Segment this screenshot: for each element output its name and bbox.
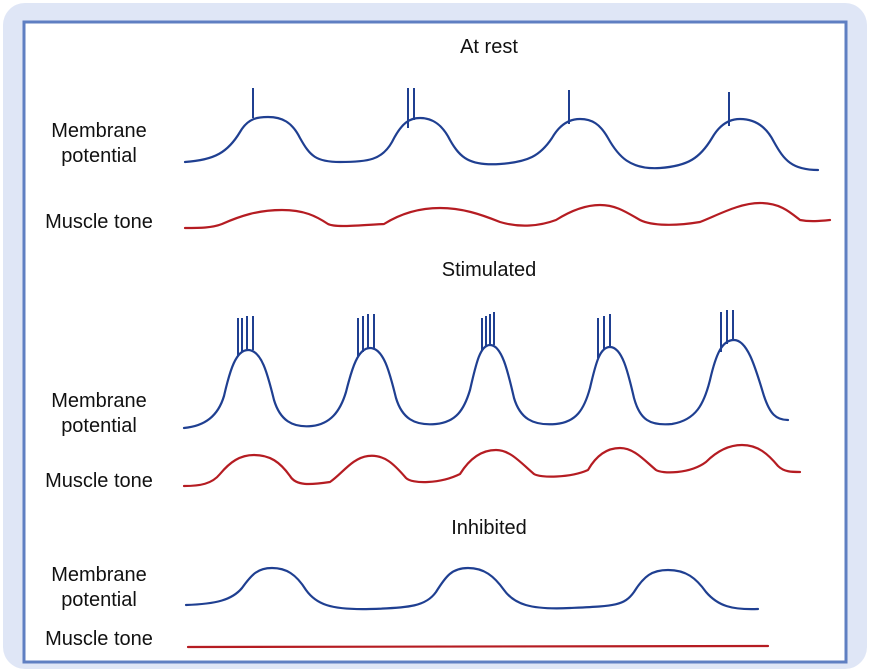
membrane-label-line2-stimulated: potential (61, 415, 137, 437)
spike-group-stimulated (237, 310, 734, 358)
membrane-label-line1-stimulated: Membrane (51, 390, 147, 412)
section-title-at-rest: At rest (460, 36, 518, 58)
membrane-label-line2-inhibited: potential (61, 589, 137, 611)
muscle-tone-label-rest: Muscle tone (45, 211, 153, 233)
membrane-potential-trace-rest (183, 115, 820, 172)
membrane-potential-trace-inhibited (184, 566, 760, 611)
membrane-label-line2-rest: potential (61, 145, 137, 167)
membrane-label-line1-rest: Membrane (51, 120, 147, 142)
muscle-tone-trace-stimulated (182, 443, 802, 488)
muscle-tone-label-stimulated: Muscle tone (45, 470, 153, 492)
section-title-inhibited: Inhibited (451, 517, 527, 539)
membrane-potential-trace-stimulated (182, 338, 790, 430)
spike-group-rest (252, 88, 730, 128)
muscle-tone-label-inhibited: Muscle tone (45, 628, 153, 650)
muscle-tone-trace-inhibited (186, 644, 770, 649)
muscle-tone-trace-rest (183, 201, 832, 230)
section-title-stimulated: Stimulated (442, 259, 537, 281)
membrane-label-line1-inhibited: Membrane (51, 564, 147, 586)
inner-panel (22, 20, 848, 664)
